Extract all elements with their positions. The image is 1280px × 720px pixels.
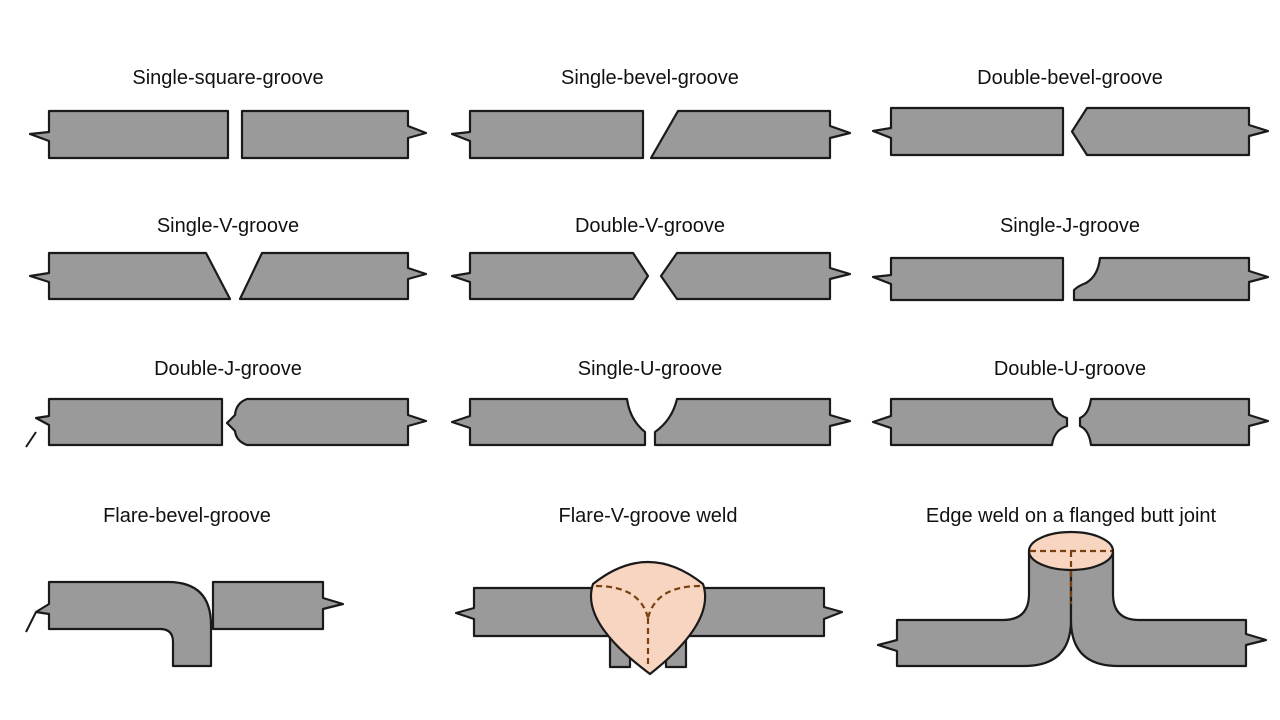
joint-single-u-groove: Single-U-groove: [450, 358, 852, 447]
label-double-j-groove: Double-J-groove: [154, 358, 302, 380]
joint-flare-bevel-groove: Flare-bevel-groove: [25, 505, 345, 668]
weld-penetration-right: [646, 584, 701, 619]
right-plate-j-prep: [1072, 256, 1270, 302]
label-double-u-groove: Double-U-groove: [994, 358, 1146, 380]
right-plate-double-u: [1078, 397, 1270, 447]
joint-single-v-groove: Single-V-groove: [28, 215, 428, 301]
right-plate-beveled: [238, 251, 428, 301]
left-plate: [450, 109, 645, 160]
left-plate-double-v: [450, 251, 650, 301]
left-flanged-plate: [876, 550, 1073, 668]
flat-plate: [211, 580, 345, 631]
label-single-bevel-groove: Single-bevel-groove: [561, 67, 739, 89]
joint-edge-weld-flanged-butt: Edge weld on a flanged butt joint: [876, 505, 1268, 668]
left-plate-u-prep: [450, 397, 647, 447]
right-plate: [240, 109, 428, 160]
joint-single-bevel-groove: Single-bevel-groove: [450, 67, 852, 160]
left-plate: [871, 256, 1065, 302]
right-plate-double-j: [225, 397, 428, 447]
right-plate-double-bevel: [1070, 106, 1270, 157]
right-flanged-plate: [1069, 550, 1268, 668]
right-plate-beveled: [649, 109, 852, 160]
joint-double-bevel-groove: Double-bevel-groove: [871, 67, 1270, 157]
right-plate-u-prep: [653, 397, 852, 447]
label-single-square-groove: Single-square-groove: [132, 67, 323, 89]
left-plate: [28, 109, 230, 160]
label-single-j-groove: Single-J-groove: [1000, 215, 1140, 237]
left-plate-beveled: [28, 251, 232, 301]
label-edge-weld-flanged-butt: Edge weld on a flanged butt joint: [926, 505, 1217, 527]
break-line: [25, 611, 37, 633]
left-plate-double-u: [871, 397, 1069, 447]
bent-plate: [34, 580, 213, 668]
label-double-bevel-groove: Double-bevel-groove: [977, 67, 1163, 89]
label-flare-bevel-groove: Flare-bevel-groove: [103, 505, 271, 527]
right-plate-double-v: [659, 251, 852, 301]
left-plate: [871, 106, 1065, 157]
break-line: [25, 431, 37, 448]
joint-double-v-groove: Double-V-groove: [450, 215, 852, 301]
joint-double-j-groove: Double-J-groove: [25, 358, 428, 448]
joint-single-j-groove: Single-J-groove: [871, 215, 1270, 302]
label-flare-v-groove-weld: Flare-V-groove weld: [559, 505, 738, 527]
label-double-v-groove: Double-V-groove: [575, 215, 725, 237]
joint-flare-v-groove-weld: Flare-V-groove weld: [454, 505, 844, 676]
label-single-v-groove: Single-V-groove: [157, 215, 299, 237]
left-plate: [34, 397, 224, 447]
joint-double-u-groove: Double-U-groove: [871, 358, 1270, 447]
joint-single-square-groove: Single-square-groove: [28, 67, 428, 160]
weld-penetration-left: [595, 584, 650, 619]
label-single-u-groove: Single-U-groove: [578, 358, 723, 380]
